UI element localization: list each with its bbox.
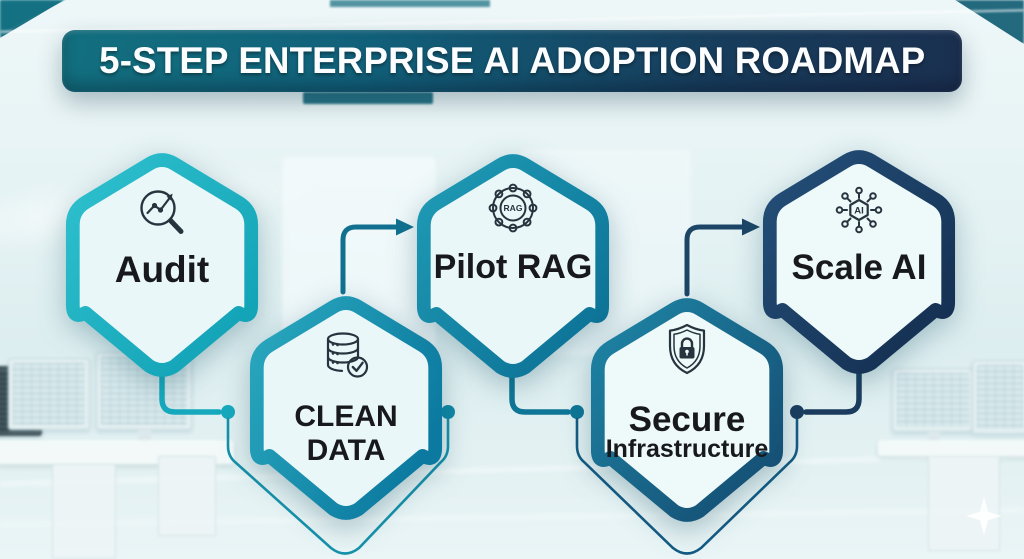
background-desk — [878, 440, 1024, 456]
connector-node-dot — [790, 405, 804, 419]
ai-icon-text: AI — [854, 206, 864, 217]
hexagon-shape — [416, 154, 610, 378]
page-title: 5-STEP ENTERPRISE AI ADOPTION ROADMAP — [98, 40, 926, 81]
step-audit: Audit — [64, 145, 260, 385]
background-cabinet — [158, 456, 216, 536]
background-right-workstation — [876, 352, 1024, 559]
step-label-line: Audit — [114, 249, 210, 290]
step-label: Audit — [64, 249, 260, 291]
arrowhead-icon — [742, 218, 760, 236]
step-label-line: Scale AI — [791, 248, 927, 287]
database-check-icon — [326, 332, 369, 378]
step-pilot-rag: RAG Pilot RAG — [415, 146, 611, 386]
step-secure-infrastructure: Secure Infrastructure — [589, 290, 785, 530]
hexagon-shape — [762, 150, 956, 374]
step-clean-data: CLEAN DATA — [248, 288, 444, 528]
magnifier-analytics-icon — [140, 190, 184, 234]
hexagon-shape — [65, 153, 259, 377]
background-cabinet — [52, 464, 116, 559]
connector-node-dot — [441, 405, 455, 419]
step-label-line: Pilot RAG — [433, 248, 593, 286]
background-monitor — [972, 360, 1024, 434]
step-label-line: Secure — [628, 400, 746, 439]
background-ceiling-light-bar — [303, 92, 433, 104]
hexagon-shape — [590, 298, 784, 522]
shield-lock-icon — [668, 323, 706, 375]
step-label-line: Infrastructure — [605, 435, 769, 463]
arrowhead-icon — [396, 218, 414, 236]
step-label: Scale AI — [761, 248, 957, 288]
rag-network-icon: RAG — [488, 183, 538, 233]
background-cabinet — [928, 456, 1000, 551]
hexagon-shape — [249, 296, 443, 520]
connector-node-dot — [221, 405, 235, 419]
connector-node-dot — [570, 405, 584, 419]
step-label-line: CLEAN — [294, 400, 398, 433]
ai-network-icon: AI — [835, 186, 883, 234]
step-label: Pilot RAG — [415, 248, 611, 287]
step-label: Secure Infrastructure — [589, 402, 785, 462]
rag-icon-text: RAG — [504, 203, 523, 213]
background-monitor-stand — [928, 432, 940, 442]
step-label: CLEAN DATA — [248, 400, 444, 467]
background-ceiling-light-bar-top — [330, 0, 490, 7]
background-monitor — [8, 358, 90, 430]
step-scale-ai: AI Scale AI — [761, 142, 957, 382]
background-monitor-stand — [138, 430, 151, 442]
title-banner: 5-STEP ENTERPRISE AI ADOPTION ROADMAP — [62, 30, 962, 92]
step-label-line: DATA — [306, 433, 386, 467]
background-left-workstation — [0, 350, 240, 559]
